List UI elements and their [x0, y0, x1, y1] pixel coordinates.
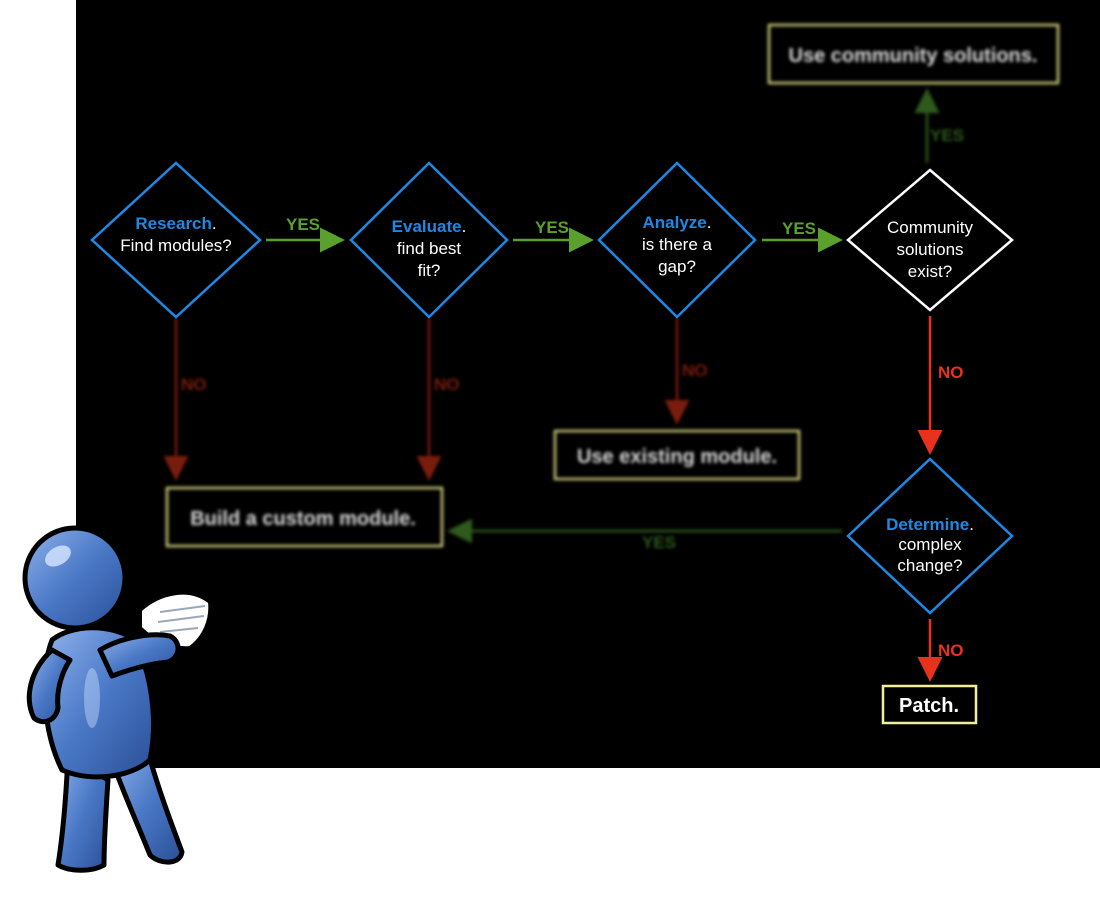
- use-existing-label: Use existing module.: [577, 446, 777, 468]
- decision-research: [90, 161, 262, 319]
- analyze-line-1: is there a: [642, 235, 712, 254]
- use-community-label: Use community solutions.: [789, 45, 1038, 67]
- decision-evaluate: [349, 161, 509, 319]
- community-line-3: exist?: [908, 262, 952, 281]
- build-custom-box: [165, 486, 444, 548]
- determine-line-2: change?: [897, 556, 962, 575]
- decision-community: [846, 168, 1014, 312]
- determine-title: Determine.: [886, 515, 974, 534]
- edge-label-determine-yes: YES: [642, 533, 676, 552]
- edge-label-community-no: NO: [938, 363, 964, 382]
- evaluate-line-1: find best: [397, 239, 462, 258]
- edge-label-analyze-no: NO: [682, 361, 708, 380]
- patch-box: [881, 684, 978, 725]
- person-reading-paper-icon: [22, 525, 213, 873]
- edge-label-determine-no: NO: [938, 641, 964, 660]
- edge-label-analyze-yes: YES: [782, 219, 816, 238]
- research-title: Research.: [135, 214, 216, 233]
- determine-line-1: complex: [898, 535, 962, 554]
- patch-label: Patch.: [899, 695, 959, 717]
- decision-determine: [846, 457, 1014, 615]
- decision-analyze: [597, 161, 757, 319]
- edge-label-evaluate-no: NO: [434, 375, 460, 394]
- edge-label-community-yes: YES: [930, 126, 964, 145]
- use-existing-box: [553, 429, 801, 481]
- research-line-1: Find modules?: [120, 236, 232, 255]
- edge-label-research-yes: YES: [286, 215, 320, 234]
- analyze-line-2: gap?: [658, 257, 696, 276]
- build-custom-label: Build a custom module.: [190, 508, 416, 530]
- analyze-title: Analyze.: [643, 213, 712, 232]
- use-community-box: [767, 23, 1060, 85]
- evaluate-line-2: fit?: [418, 261, 441, 280]
- edge-label-evaluate-yes: YES: [535, 218, 569, 237]
- community-line-1: Community: [887, 218, 973, 237]
- evaluate-title: Evaluate.: [392, 217, 467, 236]
- edge-label-research-no: NO: [181, 375, 207, 394]
- community-line-2: solutions: [896, 240, 963, 259]
